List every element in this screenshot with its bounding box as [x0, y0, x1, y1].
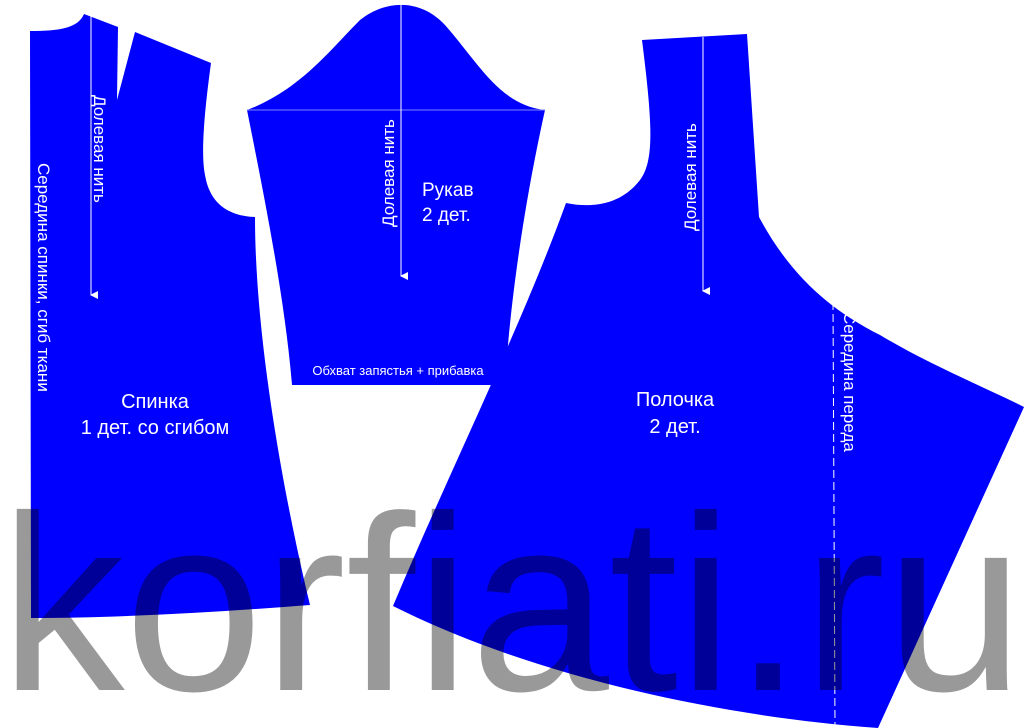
front-center-label: Середина переда [840, 312, 859, 452]
back-name: Спинка [121, 391, 190, 413]
sleeve-piece: Долевая нить Рукав 2 дет. Обхват запясть… [247, 2, 545, 386]
sleeve-name: Рукав [422, 180, 474, 201]
front-name: Полочка [636, 389, 715, 411]
back-piece-shape [30, 14, 310, 618]
watermark: korfiati.ru [0, 464, 1024, 728]
front-center-line [832, 301, 836, 727]
sleeve-wrist-label: Обхват запястья + прибавка [312, 363, 484, 378]
back-grain-label: Долевая нить [90, 95, 109, 203]
back-count: 1 дет. со сгибом [81, 417, 230, 439]
back-fold-label: Середина спинки, сгиб ткани [34, 163, 53, 392]
front-piece-shape [393, 34, 1024, 728]
sleeve-grain-label: Долевая нить [379, 119, 398, 227]
front-count: 2 дет. [649, 416, 700, 438]
back-piece: Долевая нить Середина спинки, сгиб ткани… [30, 14, 310, 618]
sleeve-piece-shape [247, 4, 545, 386]
front-grain-label: Долевая нить [681, 123, 700, 231]
sleeve-count: 2 дет. [422, 205, 471, 226]
front-piece: Долевая нить Полочка 2 дет. Середина пер… [393, 34, 1024, 728]
